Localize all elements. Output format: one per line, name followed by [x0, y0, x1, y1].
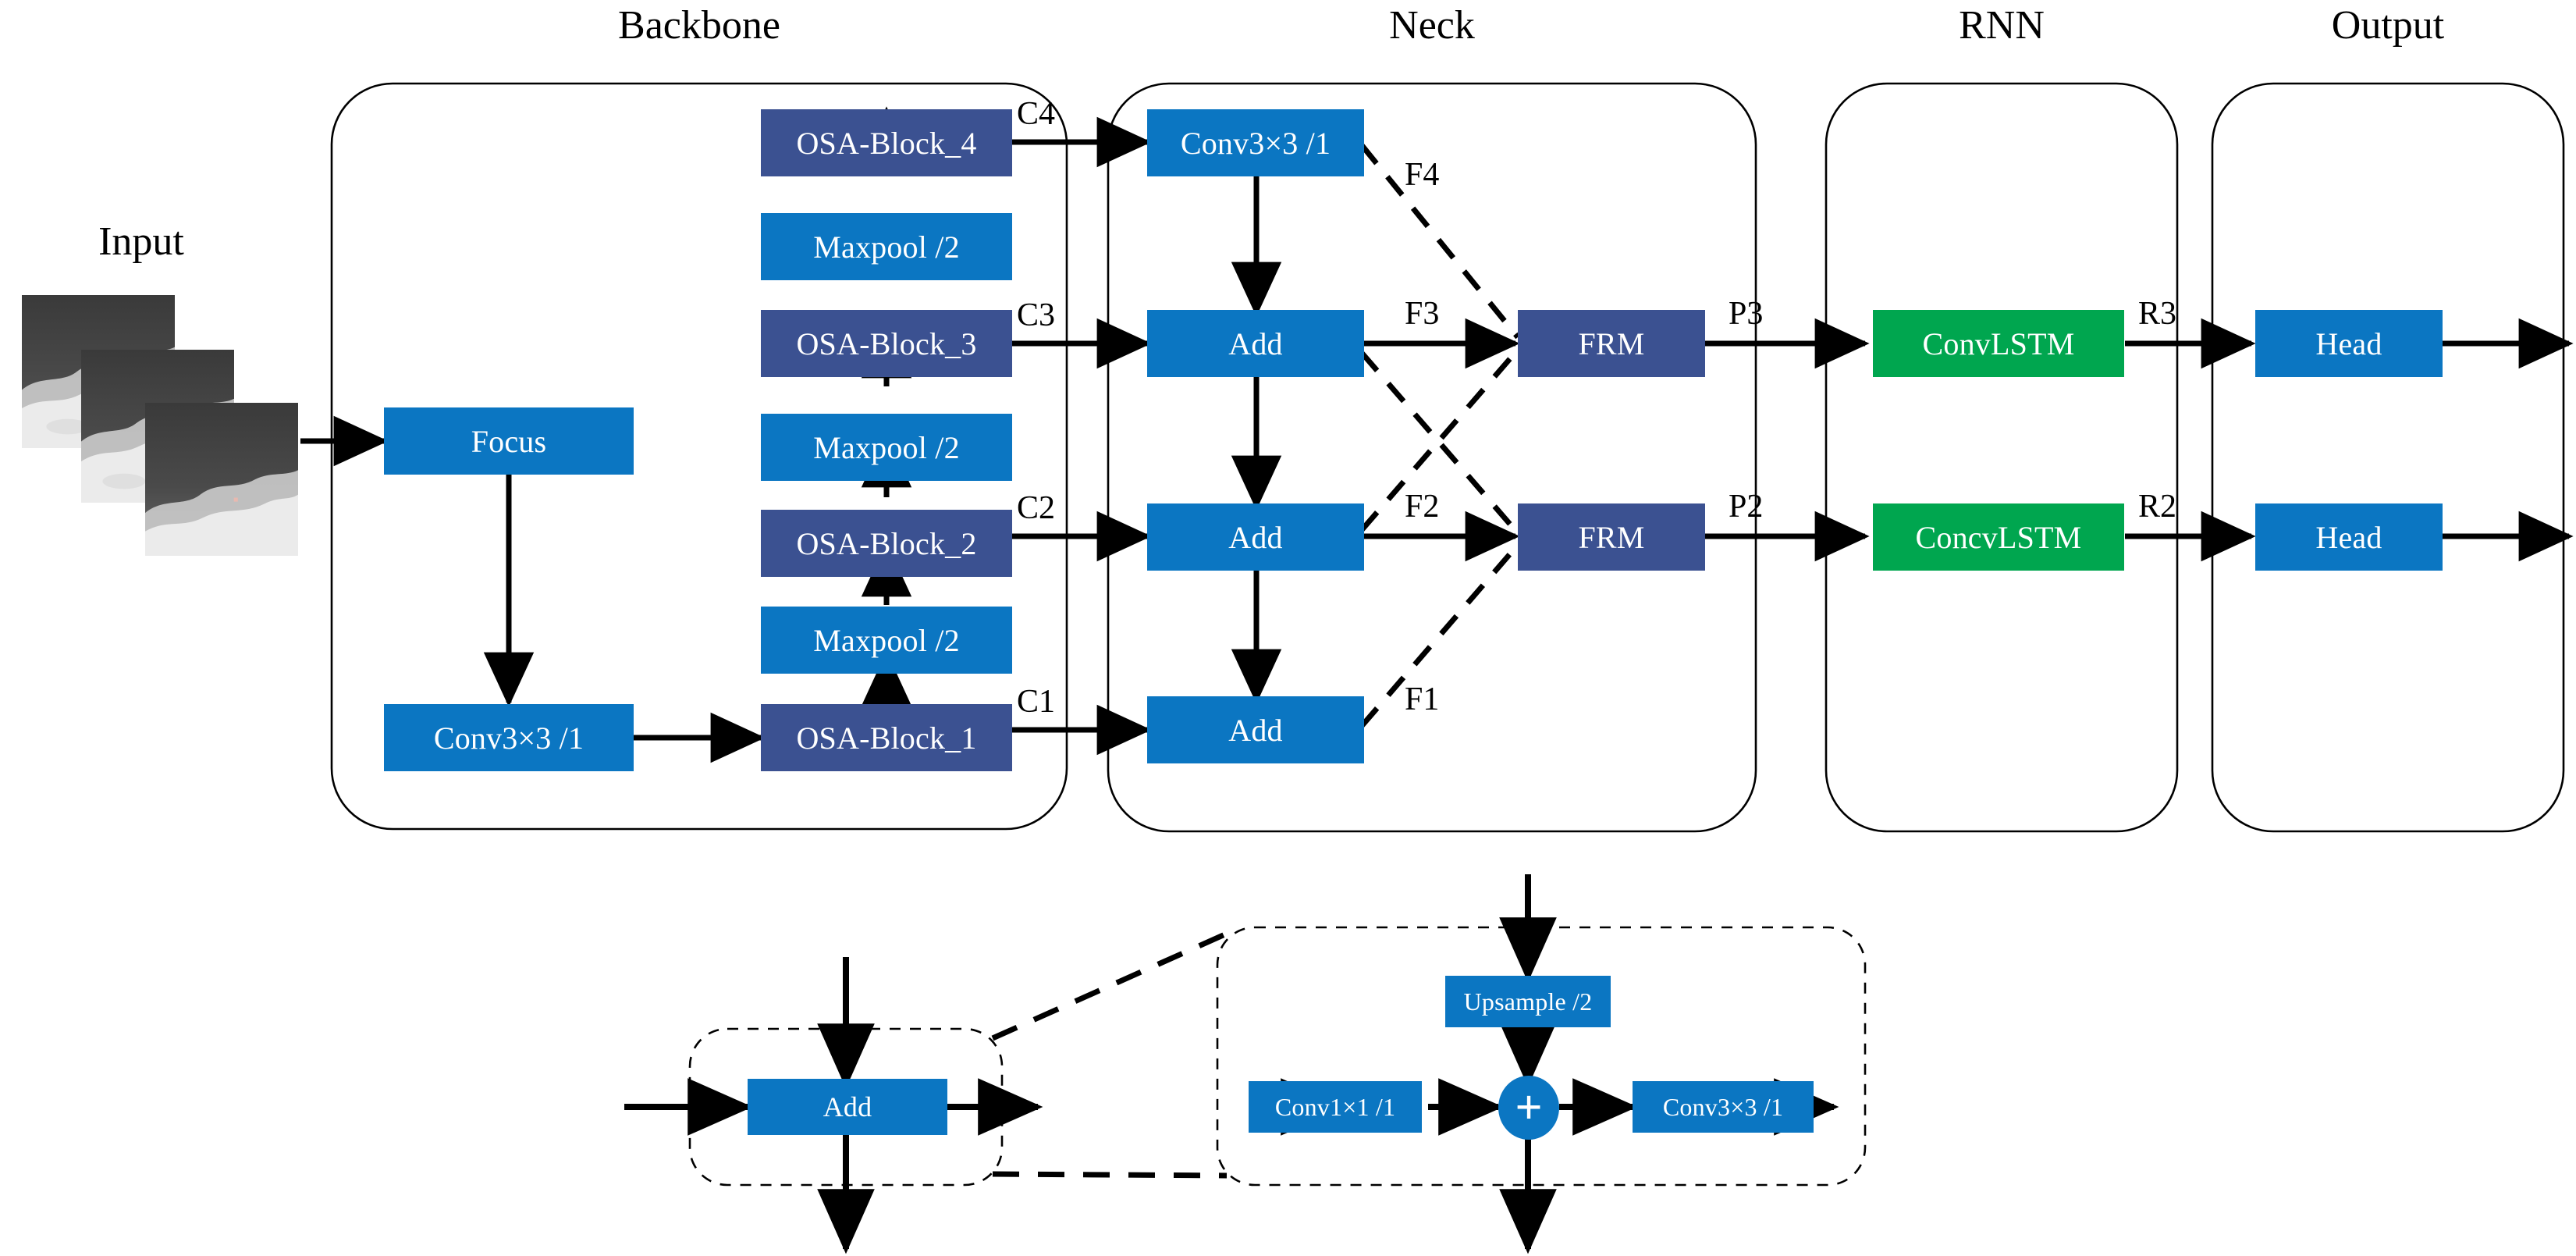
block-maxpool-3[interactable]: Maxpool /2 — [761, 213, 1012, 280]
output-container — [2211, 82, 2565, 833]
dashed-f2-cross — [1359, 347, 1520, 532]
feature-label-f4: F4 — [1405, 157, 1440, 193]
callout-line-bottom — [992, 1171, 1228, 1179]
tap-label-c1: C1 — [1017, 684, 1056, 720]
feature-label-f2: F2 — [1405, 489, 1440, 525]
section-title-input: Input — [98, 219, 184, 264]
dashed-f4 — [1359, 143, 1520, 340]
detail-block-upsample[interactable]: Upsample /2 — [1445, 976, 1611, 1027]
detail-expanded-dashed-box — [1216, 926, 1867, 1187]
block-convlstm-top[interactable]: ConvLSTM — [1873, 310, 2124, 377]
rnn-container — [1825, 82, 2179, 833]
block-neck-add-3[interactable]: Add — [1147, 310, 1364, 377]
tap-label-c4: C4 — [1017, 96, 1056, 132]
section-title-rnn: RNN — [1959, 3, 2045, 48]
block-focus[interactable]: Focus — [384, 407, 634, 475]
block-convlstm-bottom[interactable]: ConcvLSTM — [1873, 503, 2124, 571]
block-head-top[interactable]: Head — [2255, 310, 2443, 377]
rnn-output-label-r3: R3 — [2138, 296, 2177, 332]
detail-block-add[interactable]: Add — [748, 1079, 947, 1135]
dashed-f1 — [1359, 543, 1520, 728]
block-osa-4[interactable]: OSA-Block_4 — [761, 109, 1012, 176]
block-backbone-conv3x3[interactable]: Conv3×3 /1 — [384, 704, 634, 771]
block-neck-add-2[interactable]: Add — [1147, 503, 1364, 571]
block-osa-2[interactable]: OSA-Block_2 — [761, 510, 1012, 577]
feature-label-f3: F3 — [1405, 296, 1440, 332]
detail-block-conv1x1[interactable]: Conv1×1 /1 — [1249, 1081, 1422, 1133]
block-osa-1[interactable]: OSA-Block_1 — [761, 704, 1012, 771]
neck-output-label-p3: P3 — [1729, 296, 1764, 332]
block-neck-add-1[interactable]: Add — [1147, 696, 1364, 763]
section-title-neck: Neck — [1389, 3, 1475, 48]
block-neck-conv3x3[interactable]: Conv3×3 /1 — [1147, 109, 1364, 176]
input-frame-3 — [145, 403, 298, 556]
feature-label-f1: F1 — [1405, 681, 1440, 717]
section-title-output: Output — [2331, 3, 2445, 48]
detail-block-conv3x3[interactable]: Conv3×3 /1 — [1633, 1081, 1814, 1133]
detail-block-plus-icon[interactable]: + — [1498, 1076, 1559, 1140]
tap-label-c2: C2 — [1017, 490, 1056, 526]
block-head-bottom[interactable]: Head — [2255, 503, 2443, 571]
block-maxpool-2[interactable]: Maxpool /2 — [761, 414, 1012, 481]
block-maxpool-1[interactable]: Maxpool /2 — [761, 607, 1012, 674]
block-frm-top[interactable]: FRM — [1518, 310, 1705, 377]
tap-label-c3: C3 — [1017, 297, 1056, 333]
callout-line-top — [991, 930, 1228, 1041]
neck-output-label-p2: P2 — [1729, 489, 1764, 525]
section-title-backbone: Backbone — [618, 3, 780, 48]
rnn-output-label-r2: R2 — [2138, 489, 2177, 525]
dashed-f3-cross — [1359, 350, 1520, 535]
block-osa-3[interactable]: OSA-Block_3 — [761, 310, 1012, 377]
input-image-stack — [0, 289, 312, 562]
block-frm-bottom[interactable]: FRM — [1518, 503, 1705, 571]
